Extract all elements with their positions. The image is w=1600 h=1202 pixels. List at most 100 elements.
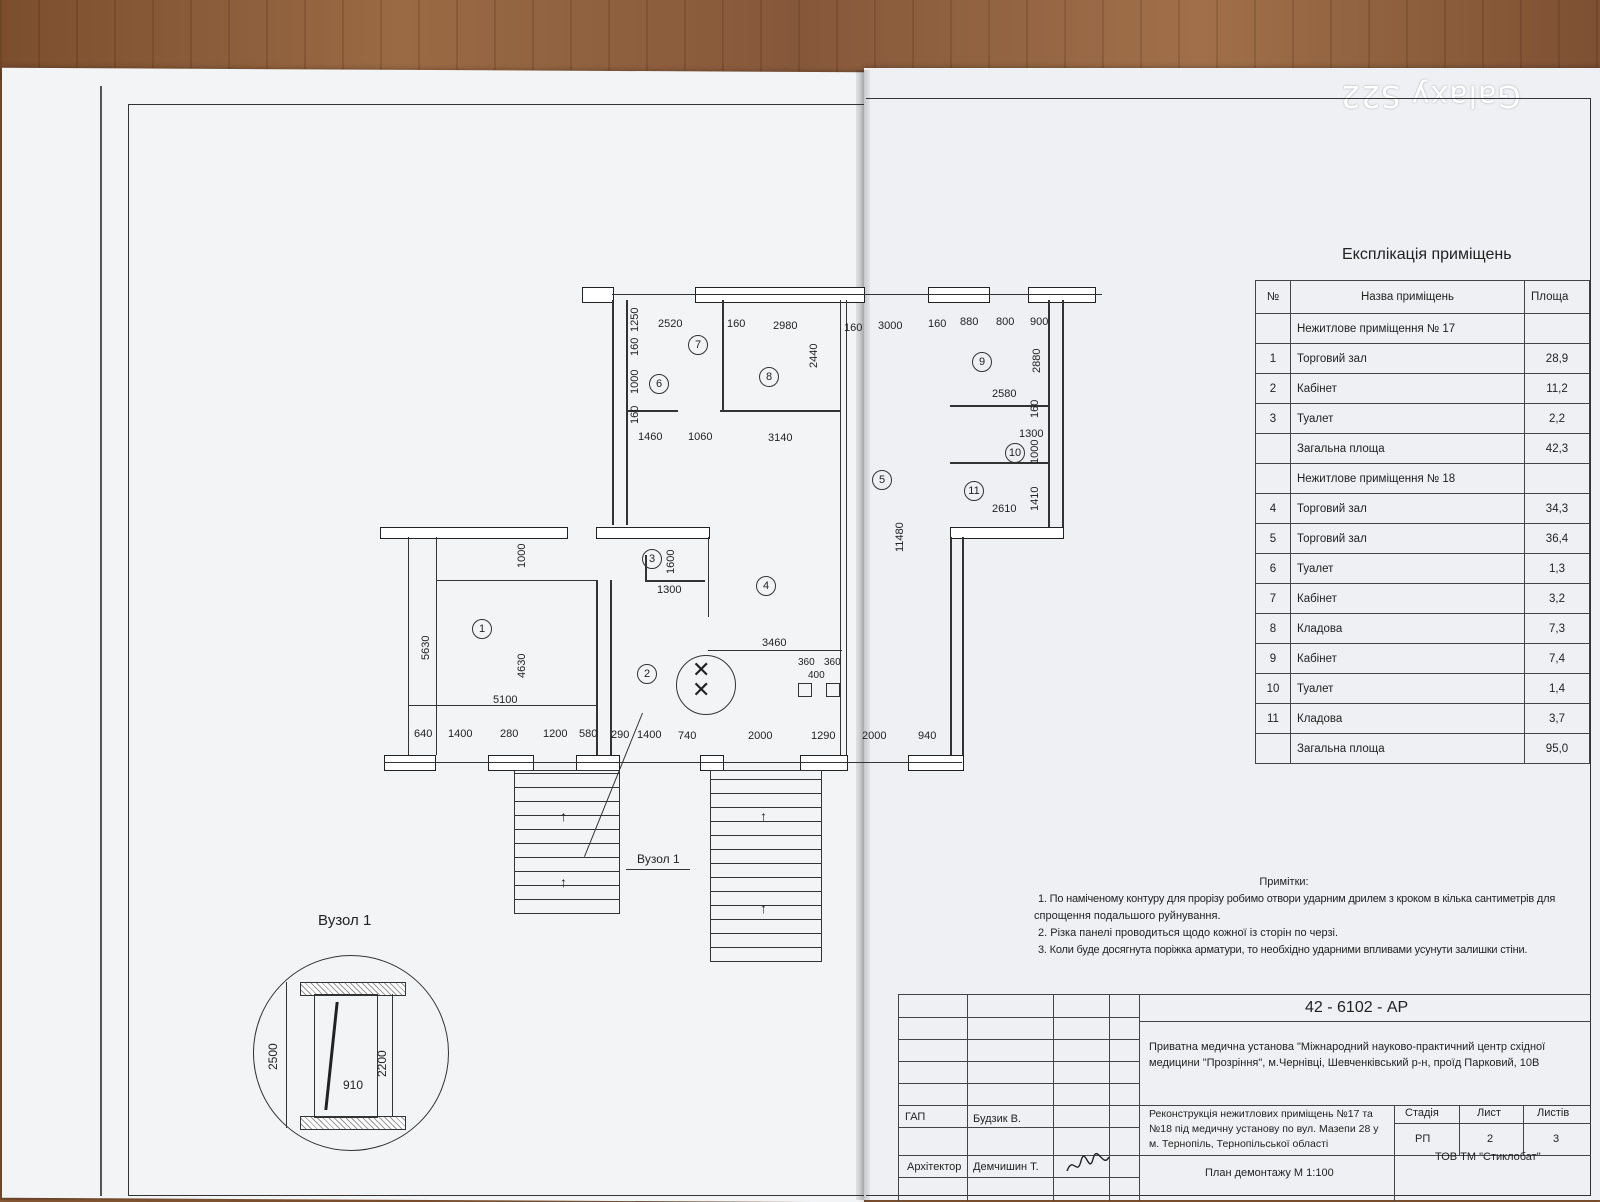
header-area: Площа — [1524, 280, 1590, 314]
stairs-arrow-1: ↑ — [560, 808, 567, 824]
tb-grid-col2 — [1053, 995, 1054, 1201]
tb-grid-row2 — [899, 1039, 1139, 1040]
dim-vertical: 1600 — [665, 549, 677, 574]
tb-grid-row-code — [1139, 1021, 1591, 1022]
dim-top: 880 — [960, 316, 979, 328]
drawing-title: План демонтажу М 1:100 — [1205, 1167, 1334, 1179]
dim-vertical: 2880 — [1031, 348, 1043, 373]
explication-title: Експлікація приміщень — [1342, 246, 1512, 263]
wall-bottom-1 — [384, 755, 436, 771]
partition-8 — [708, 650, 842, 651]
node-label: Вузол 1 — [637, 852, 680, 866]
dim-top: 160 — [727, 318, 746, 330]
wall-line-l — [840, 300, 841, 755]
sheets-value: 3 — [1553, 1133, 1560, 1145]
demolition-cross: ✕✕ — [692, 657, 711, 702]
tb-grid-row3 — [899, 1061, 1139, 1062]
dim-mid: 1060 — [688, 431, 713, 443]
room1-inner-bottom — [408, 705, 596, 706]
title-block: 42 - 6102 - АР Приватна медична установа… — [898, 994, 1591, 1201]
dim-mid: 1300 — [1019, 428, 1044, 440]
dim-bottom: 2000 — [748, 730, 773, 742]
room-number-10: 10 — [1005, 443, 1025, 463]
node-title: Вузол 1 — [318, 912, 372, 929]
company: ТОВ ТМ "Стиклобат" — [1435, 1151, 1541, 1163]
note-item: спрощення подальшого руйнування. — [1034, 910, 1221, 922]
wall-mid-center — [596, 527, 710, 539]
wall-bottom-3 — [576, 755, 620, 771]
tb-grid-col-sheets — [1523, 1105, 1524, 1155]
wall-mid-left — [380, 527, 568, 539]
dim-bottom: 1290 — [811, 730, 836, 742]
wall-mid-right — [950, 527, 1064, 539]
dim-vertical: 160 — [1029, 399, 1041, 418]
wall-top-left — [582, 287, 614, 303]
wall-line-e — [950, 537, 952, 757]
wood-grain — [0, 0, 1600, 80]
margin-line — [100, 86, 102, 1196]
room1-inner-top — [436, 580, 596, 581]
wall-line-a — [612, 300, 614, 525]
dim-bottom: 1400 — [637, 729, 662, 741]
node-dim-line-right — [392, 994, 393, 1116]
stairs-left — [514, 770, 620, 914]
dim-top: 800 — [996, 316, 1015, 328]
stairs-arrow-2: ↑ — [560, 874, 567, 890]
node-wall-top — [300, 982, 406, 996]
project-name: Реконструкція нежитлових приміщень №17 т… — [1149, 1108, 1379, 1150]
dim-vertical: 11480 — [894, 522, 906, 552]
role-architect: Архітектор — [907, 1161, 962, 1173]
wall-bottom-2 — [488, 755, 534, 771]
group-row: Нежитлове приміщення № 17 — [1255, 313, 1590, 344]
notes-title: Примітки: — [1259, 876, 1309, 888]
wall-line-b — [626, 300, 628, 525]
header-name: Назва приміщень — [1290, 280, 1525, 314]
node-dim-height: 2500 — [266, 1043, 280, 1070]
dim-mid: 2610 — [992, 503, 1017, 515]
tb-grid-row6 — [899, 1127, 1139, 1128]
stage-label: Стадія — [1405, 1107, 1439, 1119]
wall-bottom-5 — [800, 755, 848, 771]
drawing-frame-left — [128, 104, 864, 1196]
notes: Примітки: 1. По наміченому контуру для п… — [1034, 874, 1555, 959]
dim-bottom: 580 — [579, 728, 598, 740]
stage-value: РП — [1415, 1133, 1431, 1145]
window-line-bottom — [384, 762, 962, 763]
dim-mid: 1460 — [638, 431, 663, 443]
room-number-3: 3 — [642, 549, 662, 569]
partition-6 — [645, 580, 705, 582]
wall-line-m — [846, 300, 847, 755]
drawing-code: 42 - 6102 - АР — [1305, 999, 1409, 1016]
partition-3 — [950, 405, 1048, 407]
dim-vertical: 160 — [629, 405, 641, 424]
room-number-7: 7 — [688, 335, 708, 355]
room-number-9: 9 — [972, 352, 992, 372]
wall-line-k — [708, 537, 709, 617]
organization: Приватна медична установа "Міжнародний н… — [1149, 1041, 1546, 1069]
dim-top: 3000 — [878, 320, 903, 332]
dim-top: 2520 — [658, 318, 683, 330]
tb-grid-row8 — [899, 1177, 1139, 1178]
drawing-frame-right — [866, 98, 1591, 1196]
dim-misc: 400 — [808, 670, 825, 681]
node-detail-circle — [253, 955, 449, 1151]
dim-misc: 3460 — [762, 637, 787, 649]
dim-vertical: 1000 — [1029, 439, 1041, 464]
dim-top: 2980 — [773, 320, 798, 332]
node-dim-inner-height: 2200 — [375, 1050, 389, 1077]
wall-line-h — [436, 537, 437, 755]
tb-grid-col-stage — [1394, 1105, 1395, 1201]
dim-bottom: 940 — [918, 730, 937, 742]
node-label-underline — [626, 869, 690, 870]
